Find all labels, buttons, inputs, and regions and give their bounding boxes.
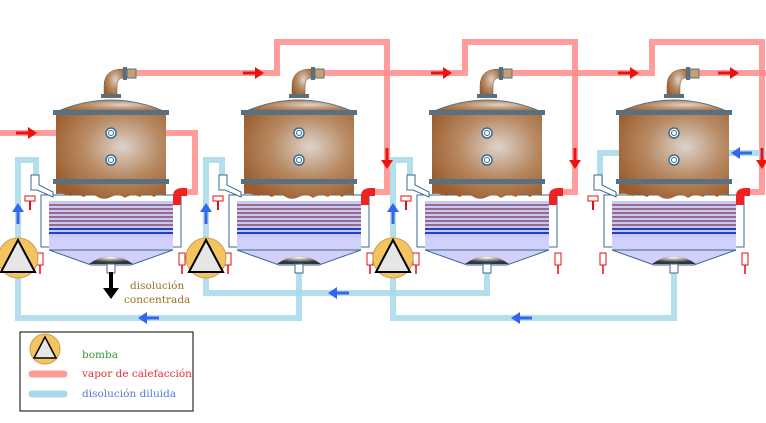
sight-glass-icon (668, 127, 680, 139)
legend-steam-label: vapor de calefacción (81, 368, 192, 380)
drain-valve-icon (178, 252, 186, 274)
solution-arrow-icon (138, 312, 159, 324)
bottom-bowl (465, 256, 509, 264)
drain-valve-icon (599, 252, 607, 274)
evaporator-3 (400, 67, 563, 274)
steam-arrow-icon (618, 67, 639, 79)
evaporator-4 (587, 67, 750, 274)
sight-glass-icon (293, 127, 305, 139)
evaporator-2 (212, 67, 375, 274)
feed-inlet (218, 174, 242, 198)
concentrate-outlet-arrow (103, 272, 119, 299)
solution-arrow-icon (200, 203, 212, 224)
feed-inlet (406, 174, 430, 198)
flow-arrows (12, 67, 766, 324)
steam-arrow-icon (569, 148, 581, 169)
feed-inlet (30, 174, 54, 198)
pump-icon (0, 237, 39, 279)
solution-arrow-icon (328, 287, 349, 299)
bottom-band (429, 179, 545, 184)
legend: bomba vapor de calefacción disolución di… (19, 331, 194, 412)
drain-valve-icon (366, 252, 374, 274)
sight-glass-icon (293, 154, 305, 166)
solution-pipe-3-2 (203, 157, 490, 296)
steam-arrow-icon (243, 67, 264, 79)
sight-glass-icon (481, 154, 493, 166)
legend-pump-label: bomba (82, 349, 118, 361)
outlet-label-line1: disolución (130, 280, 184, 292)
steam-arrow-icon (431, 67, 452, 79)
feed-inlet (593, 174, 617, 198)
steam-inlet-elbow (736, 188, 750, 205)
bottom-band (616, 179, 732, 184)
bottom-bowl (277, 256, 321, 264)
bottom-bowl (652, 256, 696, 264)
evaporators (24, 67, 750, 274)
pumps (0, 237, 414, 279)
top-band (429, 110, 545, 115)
solution-arrow-icon (731, 147, 752, 159)
drain-valve-icon (554, 252, 562, 274)
sight-glass-icon (105, 127, 117, 139)
vapor-outlet-elbow (291, 68, 312, 97)
outlet-label-line2: concentrada (124, 294, 190, 306)
valve-icon (587, 195, 599, 210)
solution-arrow-icon (511, 312, 532, 324)
drain-valve-icon (741, 252, 749, 274)
steam-inlet-elbow (173, 188, 187, 205)
vapor-outlet-elbow (479, 68, 500, 97)
top-band (616, 110, 732, 115)
steam-arrow-icon (718, 67, 739, 79)
valve-icon (212, 195, 224, 210)
solution-arrow-icon (387, 203, 399, 224)
top-band (241, 110, 357, 115)
evaporator-1 (24, 67, 187, 274)
steam-arrow-icon (756, 148, 766, 169)
pump-icon (185, 237, 227, 279)
vapor-outlet-elbow (103, 68, 124, 97)
solution-arrow-icon (12, 203, 24, 224)
sight-glass-icon (105, 154, 117, 166)
top-band (53, 110, 169, 115)
valve-icon (24, 195, 36, 210)
steam-arrow-icon (16, 127, 37, 139)
steam-arrow-icon (381, 148, 393, 169)
valve-icon (400, 195, 412, 210)
pump-icon (372, 237, 414, 279)
pump-icon (29, 333, 61, 365)
legend-solution-label: disolución diluida (82, 388, 176, 400)
vapor-outlet-elbow (666, 68, 687, 97)
bottom-band (53, 179, 169, 184)
bottom-band (241, 179, 357, 184)
drain-valve-icon (412, 252, 420, 274)
sight-glass-icon (668, 154, 680, 166)
steam-inlet-elbow (361, 188, 375, 205)
bottom-bowl (89, 256, 133, 264)
steam-inlet-elbow (549, 188, 563, 205)
sight-glass-icon (481, 127, 493, 139)
